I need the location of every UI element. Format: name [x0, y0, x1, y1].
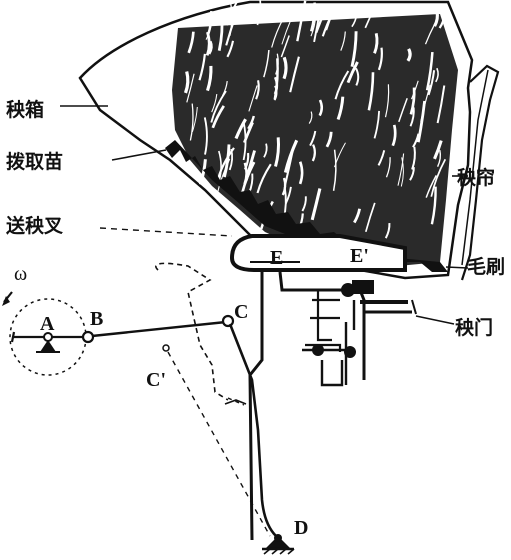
- label-seedling-box: 秧箱: [6, 98, 44, 121]
- joint-b: [81, 330, 95, 344]
- label-seedling-fork: 送秧叉: [6, 214, 64, 237]
- label-seedling-gate: 秧门: [455, 316, 493, 339]
- coupler-bc: [91, 320, 227, 338]
- pivot-d: [262, 534, 295, 555]
- pivot-a: [36, 332, 60, 353]
- mechanism-frame: [248, 271, 417, 541]
- joint-c-prime: [162, 344, 170, 352]
- label-point-c-prime: C': [146, 369, 166, 391]
- label-point-c: C: [234, 301, 248, 323]
- seedling-box-body: [78, 0, 500, 281]
- seedling-gate-block: [229, 234, 407, 272]
- rocker-cd: [228, 323, 277, 537]
- label-point-e: E: [270, 247, 283, 269]
- label-brush: 毛刷: [467, 256, 505, 278]
- label-point-e-prime: E': [350, 245, 369, 267]
- label-seedling-curtain: 秧帘: [457, 166, 495, 189]
- label-point-b: B: [90, 308, 103, 330]
- label-point-d: D: [294, 517, 308, 539]
- joint-c: [221, 314, 235, 328]
- label-point-a: A: [40, 313, 55, 335]
- crank-mechanism: [2, 262, 295, 555]
- leader-lines: [60, 105, 469, 325]
- label-omega: ω: [14, 263, 27, 285]
- label-seedling-picker: 拨取苗: [6, 150, 63, 173]
